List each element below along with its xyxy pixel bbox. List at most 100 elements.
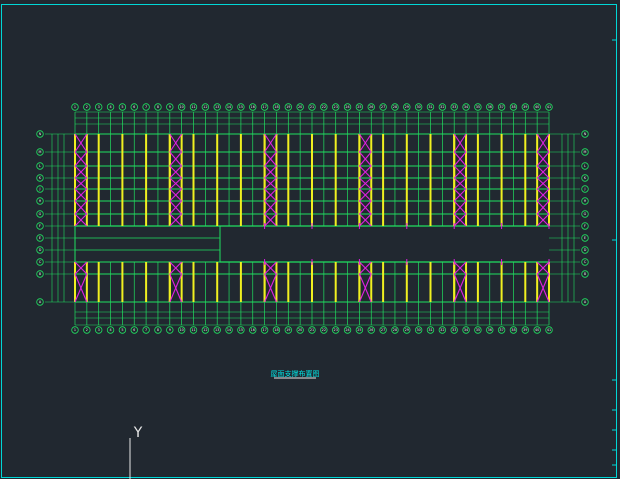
- column-axis-bubble-top-label: 35: [476, 105, 480, 109]
- column-axis-bubble-top: 36: [486, 103, 494, 111]
- column-axis-bubble-top: 11: [189, 103, 198, 111]
- column-axis-bubble-bottom: 6: [130, 326, 138, 334]
- cross-brace: [264, 133, 277, 153]
- cross-brace: [359, 165, 372, 179]
- column-axis-bubble-top-label: 9: [169, 105, 171, 109]
- cross-brace: [74, 188, 88, 202]
- column-axis-bubble-top-circle: [130, 103, 138, 111]
- column-axis-bubble-bottom-label: 37: [499, 328, 503, 332]
- row-axis-bubble-right-circle: [581, 185, 589, 193]
- column-axis-bubble-bottom: 23: [332, 326, 340, 334]
- column-axis-bubble-top-circle: [201, 103, 210, 111]
- column-axis-bubble-bottom: 28: [391, 326, 399, 334]
- row-axis-bubble-left-label: D: [39, 248, 42, 252]
- cross-brace: [359, 177, 372, 190]
- column-axis-bubble-top-label: 36: [488, 105, 492, 109]
- column-axis-bubble-bottom: 13: [213, 326, 221, 334]
- column-axis-bubble-top: 12: [201, 103, 210, 111]
- title-block-edge: [612, 39, 617, 466]
- row-axis-bubble-left-circle: [36, 246, 44, 254]
- column-axis-bubble-top-label: 29: [405, 105, 409, 109]
- column-axis-bubble-top-label: 25: [357, 105, 361, 109]
- cross-brace: [359, 261, 372, 275]
- column-axis-bubble-bottom: 40: [533, 326, 541, 334]
- row-axis-bubble-right-label: L: [584, 164, 586, 168]
- column-axis-bubble-bottom-circle: [142, 326, 150, 334]
- cross-brace: [74, 200, 88, 215]
- cross-brace: [453, 200, 467, 215]
- column-axis-bubble-top-circle: [533, 103, 541, 111]
- column-axis-bubble-top-label: 15: [239, 105, 243, 109]
- column-axis-bubble-bottom: 29: [403, 326, 411, 334]
- column-axis-bubble-top: 41: [545, 103, 553, 111]
- column-axis-bubble-bottom-label: 31: [428, 328, 432, 332]
- cross-brace: [536, 200, 550, 215]
- column-axis-bubble-bottom-label: 1: [74, 328, 76, 332]
- column-axis-bubble-top-label: 3: [98, 105, 100, 109]
- column-axis-bubble-bottom-circle: [213, 326, 221, 334]
- column-axis-bubble-bottom-label: 39: [523, 328, 527, 332]
- column-axis-bubble-top: 9: [166, 103, 174, 111]
- row-axis-bubble-right-circle: [581, 174, 589, 182]
- column-axis-bubble-top-label: 38: [511, 105, 515, 109]
- cross-brace: [358, 200, 372, 215]
- column-axis-bubble-bottom-circle: [462, 326, 470, 334]
- column-axis-bubble-bottom-label: 40: [535, 328, 539, 332]
- row-axis-bubble-left-circle: [36, 222, 44, 230]
- cross-brace: [453, 273, 467, 303]
- column-axis-bubble-top: 21: [308, 103, 316, 111]
- column-axis-bubble-top-label: 23: [334, 105, 338, 109]
- column-axis-bubble-bottom-circle: [438, 326, 447, 334]
- column-axis-bubble-bottom-label: 19: [286, 328, 290, 332]
- purlins: [74, 134, 550, 302]
- row-axis-bubble-left-label: B: [39, 272, 42, 276]
- column-axis-bubble-top-label: 28: [393, 105, 397, 109]
- row-axis-bubble-left-circle: [36, 234, 44, 242]
- cross-brace: [453, 133, 467, 153]
- column-axis-bubble-bottom-label: 7: [145, 328, 147, 332]
- row-axis-bubble-left-label: K: [39, 176, 42, 180]
- column-axis-bubble-top-circle: [213, 103, 221, 111]
- column-axis-bubble-top-circle: [426, 103, 435, 111]
- column-axis-bubble-top-label: 34: [464, 105, 468, 109]
- cross-brace: [264, 188, 277, 202]
- axis-bubbles: 1122334455667788991010111112121313141415…: [36, 103, 589, 334]
- row-axis-bubble-left: B: [36, 270, 44, 278]
- column-axis-bubble-top-label: 8: [157, 105, 159, 109]
- drawing-frame: [1, 4, 617, 478]
- column-axis-bubble-bottom: 33: [450, 326, 458, 334]
- row-axis-bubble-right-label: K: [584, 176, 587, 180]
- column-axis-bubble-bottom-label: 14: [227, 328, 231, 332]
- column-axis-bubble-bottom-label: 20: [298, 328, 302, 332]
- column-axis-bubble-bottom-label: 24: [345, 328, 349, 332]
- row-axis-bubble-right: J: [581, 185, 589, 193]
- row-axis-bubble-right-circle: [581, 197, 589, 205]
- column-axis-bubble-top-label: 19: [286, 105, 290, 109]
- row-axis-bubble-left-label: G: [39, 212, 42, 216]
- row-axis-bubble-left-circle: [36, 162, 44, 170]
- column-axis-bubble-bottom-label: 17: [262, 328, 266, 332]
- cross-brace: [264, 165, 277, 179]
- row-axis-bubble-right-circle: [581, 246, 589, 254]
- column-axis-bubble-bottom-circle: [308, 326, 316, 334]
- row-axis-bubble-left: N: [36, 130, 44, 138]
- column-axis-bubble-top: 4: [106, 103, 115, 111]
- cross-brace: [358, 273, 372, 303]
- column-axis-bubble-top: 25: [355, 103, 364, 111]
- row-axis-bubble-left-circle: [36, 148, 44, 156]
- column-axis-bubble-bottom: 22: [320, 326, 328, 334]
- column-axis-bubble-bottom: 1: [71, 326, 79, 334]
- column-axis-bubble-top: 23: [332, 103, 340, 111]
- row-axis-bubble-left-circle: [36, 130, 44, 138]
- column-axis-bubble-bottom-circle: [379, 326, 387, 334]
- column-axis-bubble-bottom: 31: [426, 326, 435, 334]
- column-axis-bubble-bottom-label: 6: [133, 328, 135, 332]
- column-axis-bubble-bottom: 32: [438, 326, 447, 334]
- column-axis-bubble-bottom: 19: [284, 326, 292, 334]
- row-axis-bubble-left: L: [36, 162, 44, 170]
- column-axis-bubble-bottom-circle: [106, 326, 115, 334]
- column-axis-bubble-top-label: 30: [416, 105, 420, 109]
- column-axis-bubble-bottom: 30: [414, 326, 423, 334]
- row-axis-bubble-left-label: L: [39, 164, 41, 168]
